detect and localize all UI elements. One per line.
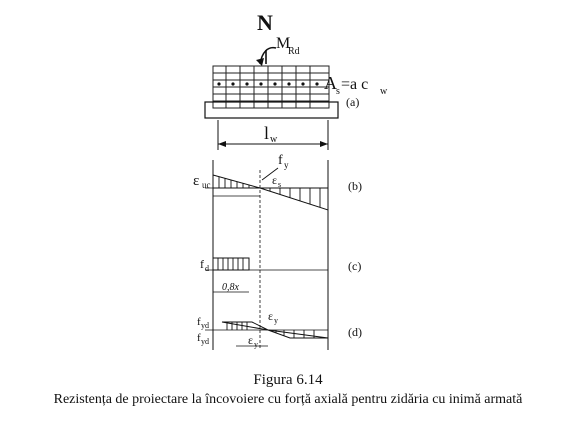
steel-tension xyxy=(267,329,329,339)
part-d-label: (d) xyxy=(348,325,362,339)
strain-subscript: uc xyxy=(202,180,211,190)
dim-arrow-right xyxy=(320,141,328,147)
axial-force-label: N xyxy=(257,10,273,35)
fyd-subscript: yd xyxy=(201,321,209,330)
fy-pointer xyxy=(261,167,279,181)
half-x-label: 0,8x xyxy=(222,282,240,293)
compression-hatch xyxy=(218,177,250,188)
masonry-wall xyxy=(212,65,330,109)
ey-subscript: y xyxy=(274,316,278,325)
figure-number: Figura 6.14 xyxy=(253,372,323,388)
stress-hatch xyxy=(217,258,244,270)
fy-subscript: y xyxy=(284,160,289,170)
moment-arrowhead xyxy=(256,58,264,66)
wall-length-subscript: w xyxy=(270,134,278,145)
es-subscript: s xyxy=(278,180,281,189)
steel-compression-hatch xyxy=(226,322,248,330)
ey-label: ε xyxy=(268,309,273,323)
figure-caption: Rezistența de proiectare la încovoiere c… xyxy=(53,392,523,407)
tension-hatch xyxy=(269,188,321,207)
strain-label: ε xyxy=(193,173,199,189)
ey2-subscript: y xyxy=(254,340,258,349)
part-c-label: (c) xyxy=(348,259,361,273)
fy-label: f xyxy=(278,153,283,168)
wall-base xyxy=(204,101,339,119)
wall-length-label: l xyxy=(264,123,269,143)
tension-strain xyxy=(259,187,329,211)
dim-arrow-left xyxy=(218,141,226,147)
part-b-label: (b) xyxy=(348,179,362,193)
reinforcement-bars xyxy=(217,82,319,86)
fyd-label: f xyxy=(197,316,201,328)
moment-subscript: Rd xyxy=(288,46,300,57)
ey2-label: ε xyxy=(248,333,253,347)
area-eq-subscript: w xyxy=(380,86,388,97)
steel-compression xyxy=(221,321,269,331)
es-label: ε xyxy=(272,173,277,187)
area-label: A xyxy=(324,73,337,93)
moment-label: M xyxy=(276,35,290,52)
fyd2-subscript: yd xyxy=(201,337,209,346)
area-subscript: s xyxy=(336,86,340,97)
area-equation: =a c xyxy=(341,76,368,93)
part-a-label: (a) xyxy=(346,95,359,109)
fd-subscript: d xyxy=(205,264,209,273)
stress-block xyxy=(212,257,250,271)
steel-tension-hatch xyxy=(275,330,315,338)
compression-strain xyxy=(212,174,261,189)
fd-label: f xyxy=(200,257,204,271)
fyd2-label: f xyxy=(197,332,201,344)
